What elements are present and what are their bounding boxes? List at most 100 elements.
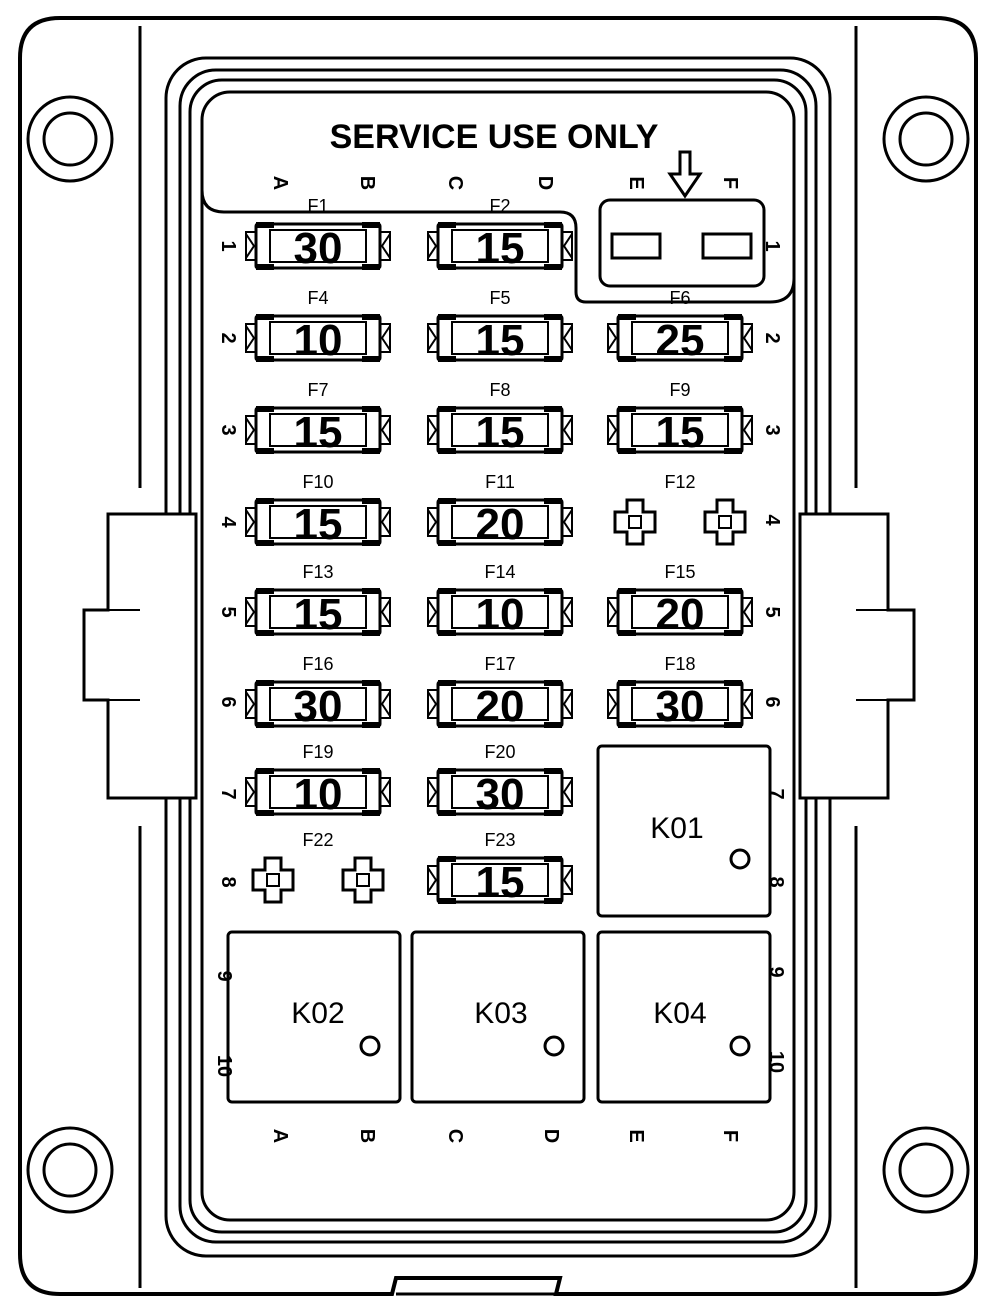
row-label: 3 (217, 424, 239, 435)
fuse-rating: 20 (476, 500, 525, 549)
fuse-id-label: F9 (669, 380, 690, 400)
row-labels-left: 1 2 3 4 5 6 7 8 9 10 (213, 240, 239, 1077)
row-label: 6 (217, 696, 239, 707)
fuse-rating: 15 (294, 500, 343, 549)
fuse-f22: F22 (251, 830, 385, 904)
empty-fuse-terminal (341, 856, 385, 904)
fuse-body (436, 680, 564, 728)
fuse-rating: 10 (294, 770, 343, 819)
fuse-body (436, 768, 564, 816)
mounting-hole-bottom-right (882, 1126, 970, 1214)
column-label: C (444, 176, 466, 190)
fuse-id-label: F10 (302, 472, 333, 492)
relay-terminal-marker (729, 848, 751, 870)
fuse-body (436, 314, 564, 362)
fuse-rating: 25 (656, 316, 705, 365)
column-label: D (540, 1129, 562, 1143)
fuse-rating: 15 (476, 224, 525, 273)
fuse-body (436, 588, 564, 636)
relay-label: K04 (653, 997, 706, 1030)
fuse-id-label: F18 (664, 654, 695, 674)
row-label: 7 (217, 788, 239, 799)
fuse-rating: 15 (656, 408, 705, 457)
fuse-id-label: F23 (484, 830, 515, 850)
row-label: 4 (217, 516, 239, 528)
mounting-hole-bottom-left (26, 1126, 114, 1214)
fuse-body (254, 314, 382, 362)
column-label: F (719, 177, 741, 189)
column-label: E (625, 1129, 647, 1142)
fuse-id-label: F14 (484, 562, 515, 582)
row-label: 4 (761, 514, 783, 526)
row-label: 9 (213, 970, 235, 981)
fuse-rating: 15 (476, 316, 525, 365)
column-label: A (269, 1129, 291, 1143)
row-label: 1 (217, 240, 239, 251)
row-label: 1 (761, 240, 783, 251)
fuse-body (436, 406, 564, 454)
service-use-only-label: SERVICE USE ONLY (330, 118, 659, 156)
row-label: 10 (213, 1055, 235, 1077)
column-label: B (356, 1129, 378, 1143)
row-label: 9 (765, 966, 787, 977)
fuse-id-label: F17 (484, 654, 515, 674)
fuse-rating: 30 (476, 770, 525, 819)
relay-terminal-marker (729, 1035, 751, 1057)
column-label: C (444, 1129, 466, 1143)
row-label: 2 (217, 332, 239, 343)
fuse-rating: 10 (476, 590, 525, 639)
spare-fuse-socket (598, 198, 766, 288)
empty-fuse-terminal (251, 856, 295, 904)
fuse-rating: 20 (476, 682, 525, 731)
fuse-id-label: F8 (489, 380, 510, 400)
fuse-id-label: F11 (485, 472, 515, 492)
fuse-body (616, 314, 744, 362)
row-label: 7 (765, 788, 787, 799)
relay-label: K03 (474, 997, 527, 1030)
row-label: 3 (761, 424, 783, 435)
fuse-body (616, 680, 744, 728)
fuse-id-label: F2 (489, 196, 510, 216)
mounting-hole-top-left (26, 95, 114, 183)
fuse-layer: F130F215F410F515F625F715F815F915F1015F11… (245, 196, 753, 907)
fuse-rating: 10 (294, 316, 343, 365)
fuse-body (254, 588, 382, 636)
column-label: A (269, 176, 291, 190)
row-label: 10 (765, 1051, 787, 1073)
fuse-body (436, 856, 564, 904)
fuse-body (254, 768, 382, 816)
service-area-insert (232, 150, 796, 304)
column-label: F (719, 1130, 741, 1142)
relay-k03: K03 (410, 930, 586, 1104)
fuse-id-label: F15 (664, 562, 695, 582)
row-label: 8 (765, 876, 787, 887)
relay-terminal-marker (543, 1035, 565, 1057)
fuse-body (254, 498, 382, 546)
fuse-body (436, 222, 564, 270)
fuse-rating: 15 (476, 858, 525, 907)
relay-k04: K04 (596, 930, 772, 1104)
row-label: 5 (217, 606, 239, 617)
fuse-id-label: F22 (302, 830, 333, 850)
right-side-clip (798, 512, 916, 800)
fuse-id-label: F5 (489, 288, 510, 308)
fuse-id-label: F4 (307, 288, 328, 308)
left-side-clip (82, 512, 198, 800)
row-label: 5 (761, 606, 783, 617)
row-label: 6 (761, 696, 783, 707)
